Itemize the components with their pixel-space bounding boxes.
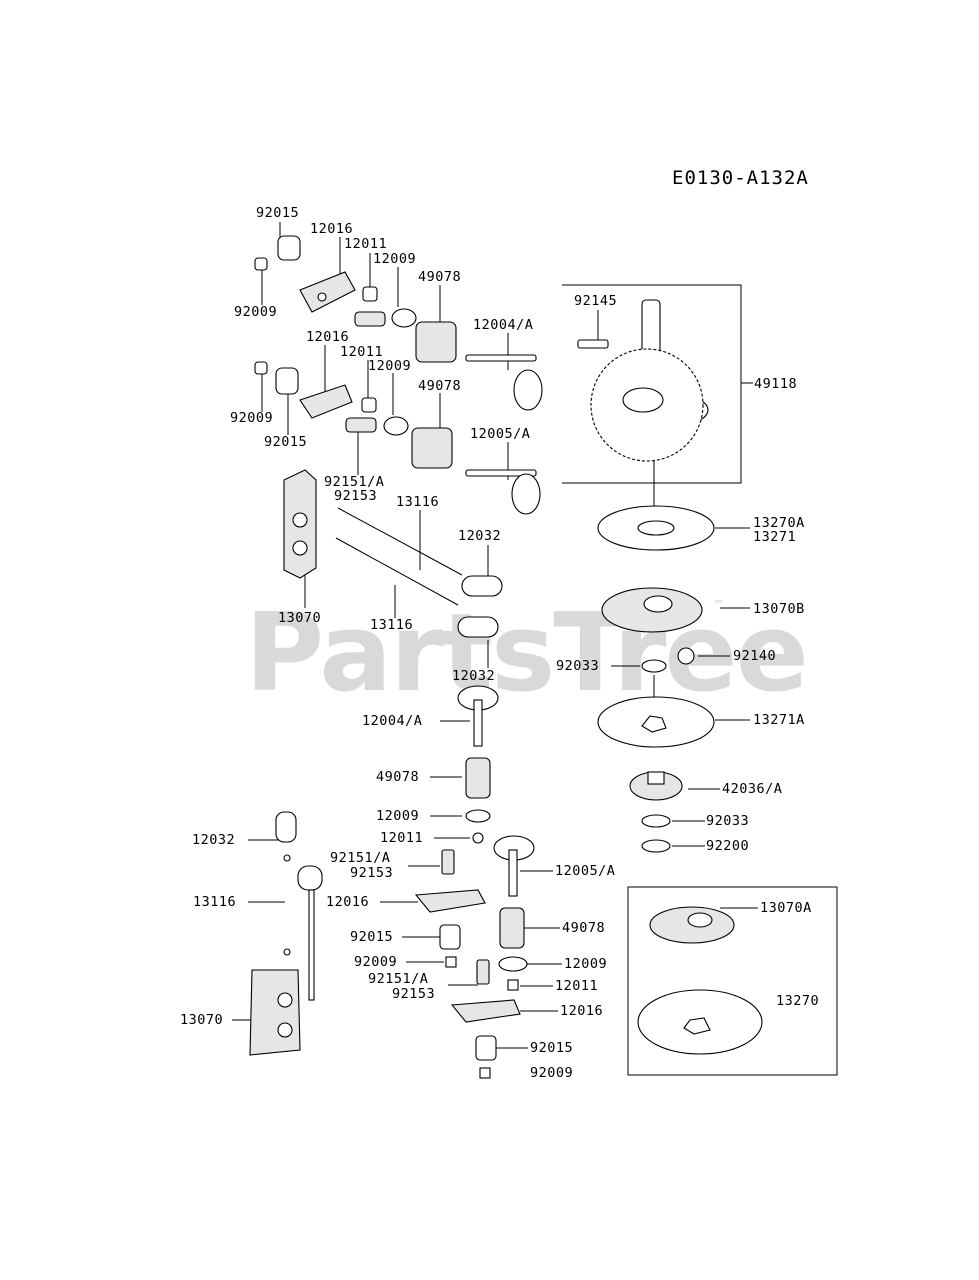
- label-12005a-a: 12005/A: [470, 426, 530, 442]
- label-49118: 49118: [754, 376, 797, 392]
- label-92015-b: 92015: [264, 434, 307, 450]
- label-12011-b: 12011: [340, 344, 383, 360]
- label-92140: 92140: [733, 648, 776, 664]
- label-92200: 92200: [706, 838, 749, 854]
- label-42036a: 42036/A: [722, 781, 782, 797]
- label-49078-b: 49078: [418, 378, 461, 394]
- label-13070-a: 13070: [278, 610, 321, 626]
- label-12032-a: 12032: [458, 528, 501, 544]
- label-12011-c: 12011: [380, 830, 423, 846]
- label-12005a-b: 12005/A: [555, 863, 615, 879]
- parts: [249, 235, 763, 1079]
- label-12004a-a: 12004/A: [473, 317, 533, 333]
- label-12032-c: 12032: [192, 832, 235, 848]
- label-92015-a: 92015: [256, 205, 299, 221]
- label-13070a: 13070A: [760, 900, 812, 916]
- label-12009-b: 12009: [368, 358, 411, 374]
- label-92151a-c: 92151/A: [368, 971, 428, 987]
- label-12016-a: 12016: [310, 221, 353, 237]
- label-12011-d: 12011: [555, 978, 598, 994]
- label-12032-b: 12032: [452, 668, 495, 684]
- label-92145: 92145: [574, 293, 617, 309]
- watermark-trademark: ™: [713, 598, 724, 611]
- label-92033-a: 92033: [556, 658, 599, 674]
- diagram-code: E0130-A132A: [672, 167, 809, 189]
- label-13116-b: 13116: [370, 617, 413, 633]
- watermark: PartsTree: [245, 591, 807, 716]
- label-13270: 13270: [776, 993, 819, 1009]
- label-12004a-b: 12004/A: [362, 713, 422, 729]
- label-49078-c: 49078: [376, 769, 419, 785]
- label-92009-d: 92009: [530, 1065, 573, 1081]
- label-92009-b: 92009: [230, 410, 273, 426]
- label-13070b: 13070B: [753, 601, 805, 617]
- label-49078-d: 49078: [562, 920, 605, 936]
- label-13271: 13271: [753, 529, 796, 545]
- label-92153-c: 92153: [392, 986, 435, 1002]
- label-13271a: 13271A: [753, 712, 805, 728]
- label-12009-a: 12009: [373, 251, 416, 267]
- label-12016-d: 12016: [560, 1003, 603, 1019]
- label-92015-d: 92015: [530, 1040, 573, 1056]
- label-92009-c: 92009: [354, 954, 397, 970]
- label-92033-b: 92033: [706, 813, 749, 829]
- label-13116-c: 13116: [193, 894, 236, 910]
- label-12011-a: 12011: [344, 236, 387, 252]
- label-12009-d: 12009: [564, 956, 607, 972]
- label-12009-c: 12009: [376, 808, 419, 824]
- label-12016-c: 12016: [326, 894, 369, 910]
- label-92151a-a: 92151/A: [324, 474, 384, 490]
- label-92009-a: 92009: [234, 304, 277, 320]
- label-12016-b: 12016: [306, 329, 349, 345]
- label-13070-b: 13070: [180, 1012, 223, 1028]
- label-92153-b: 92153: [350, 865, 393, 881]
- part-labels: 92015 12016 12011 12009 49078 92009 1200…: [180, 205, 819, 1081]
- label-92153-a: 92153: [334, 488, 377, 504]
- leader-lines: [232, 222, 838, 1076]
- label-92151a-b: 92151/A: [330, 850, 390, 866]
- label-92015-c: 92015: [350, 929, 393, 945]
- label-49078-a: 49078: [418, 269, 461, 285]
- label-13270a: 13270A: [753, 515, 805, 531]
- label-13116-a: 13116: [396, 494, 439, 510]
